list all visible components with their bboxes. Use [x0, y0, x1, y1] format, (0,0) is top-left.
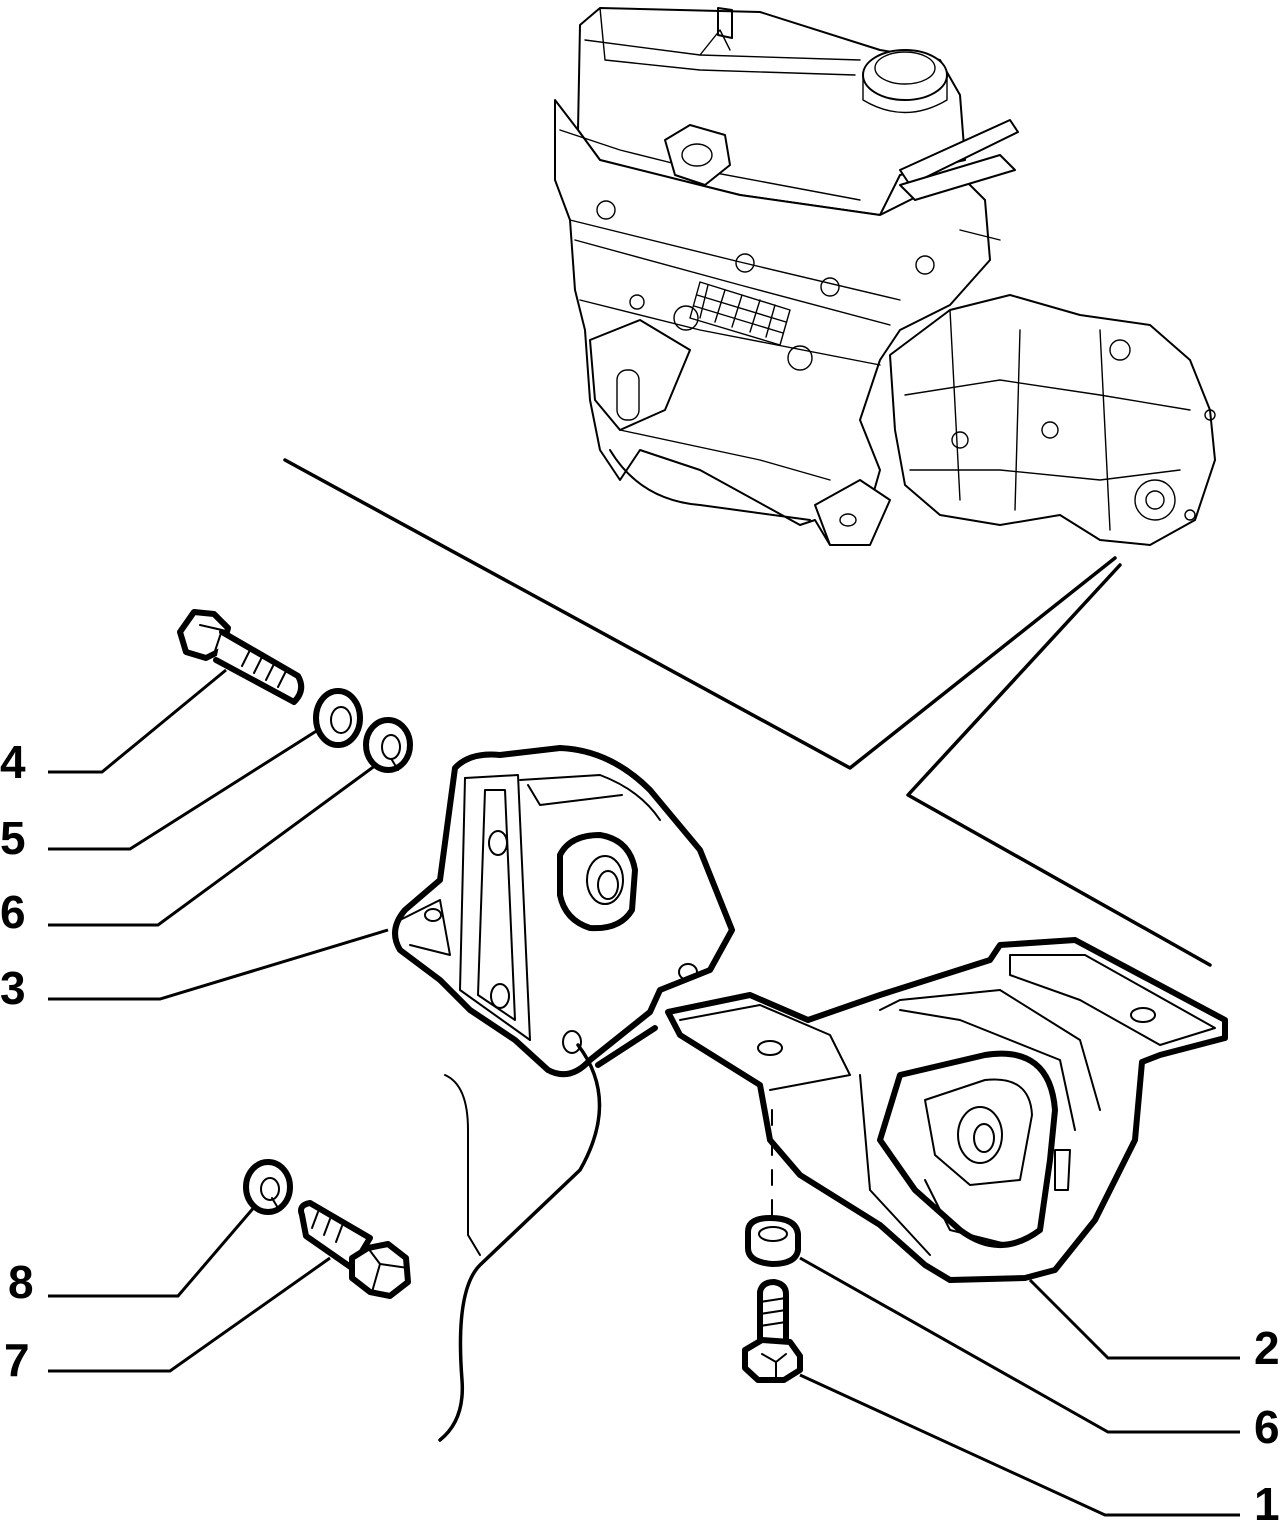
bolt-part-4: [177, 609, 305, 705]
washer-part-5: [313, 688, 363, 748]
callout-line-6b: [799, 1256, 1240, 1434]
callout-labels: 4 5 6 3 8 7 2 6 1: [0, 736, 1280, 1525]
callout-line-3: [48, 928, 389, 1001]
callout-number-5: 5: [0, 812, 26, 864]
callout-number-1: 1: [1254, 1478, 1280, 1525]
spring-washer-part-6a: [363, 717, 413, 773]
bracket-part-3: [392, 745, 735, 1078]
callout-line-1: [799, 1373, 1240, 1517]
engine-assembly: [554, 7, 1216, 546]
callout-line-7: [48, 1256, 331, 1373]
support-part-2: [665, 937, 1228, 1283]
callout-line-6a: [48, 763, 377, 927]
callout-number-2: 2: [1254, 1322, 1280, 1374]
callout-number-6: 6: [0, 886, 26, 938]
callout-number-3: 3: [0, 962, 26, 1014]
callout-lines: [48, 668, 1240, 1517]
callout-line-2: [1028, 1278, 1240, 1360]
callout-line-8: [48, 1204, 258, 1298]
callout-number-4: 4: [0, 736, 26, 788]
callout-number-7: 7: [4, 1334, 30, 1386]
engine-reference-lines: [283, 458, 1212, 967]
bolt-part-1: [742, 1279, 803, 1383]
spring-washer-part-6b: [745, 1215, 801, 1267]
bolt-part-7: [298, 1200, 411, 1299]
reference-curve: [438, 1043, 602, 1442]
callout-number-8: 8: [8, 1256, 34, 1308]
callout-line-5: [48, 728, 319, 851]
callout-number-6-lower: 6: [1254, 1401, 1280, 1453]
spring-washer-part-8: [243, 1159, 293, 1215]
callout-line-4: [48, 668, 227, 774]
